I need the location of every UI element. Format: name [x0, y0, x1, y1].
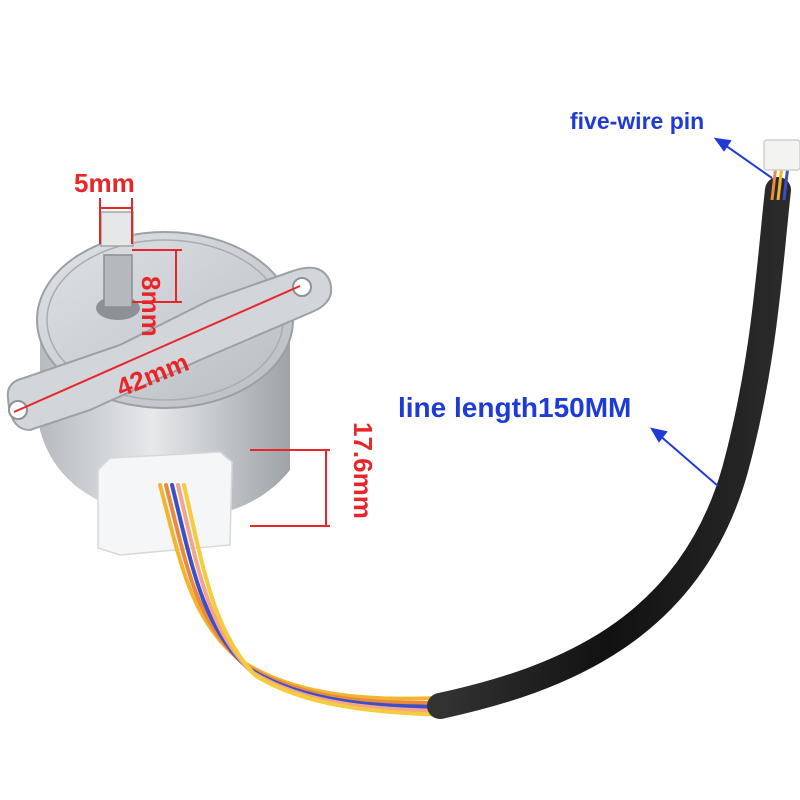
- connector-wires: [770, 164, 790, 201]
- colored-wires: [158, 483, 442, 717]
- connector-height-label: 17.6mm: [348, 422, 378, 519]
- shaft-height-label: 8mm: [136, 276, 166, 337]
- five-wire-pin-note: five-wire pin: [570, 108, 705, 134]
- shaft-width-label: 5mm: [74, 168, 135, 198]
- line-length-note: line length150MM: [398, 392, 632, 423]
- output-shaft: [96, 211, 140, 320]
- dimension-lines: [13, 198, 330, 527]
- end-connector: [763, 139, 800, 171]
- cable-sheath: [427, 177, 791, 719]
- annotation-arrows: [649, 137, 773, 487]
